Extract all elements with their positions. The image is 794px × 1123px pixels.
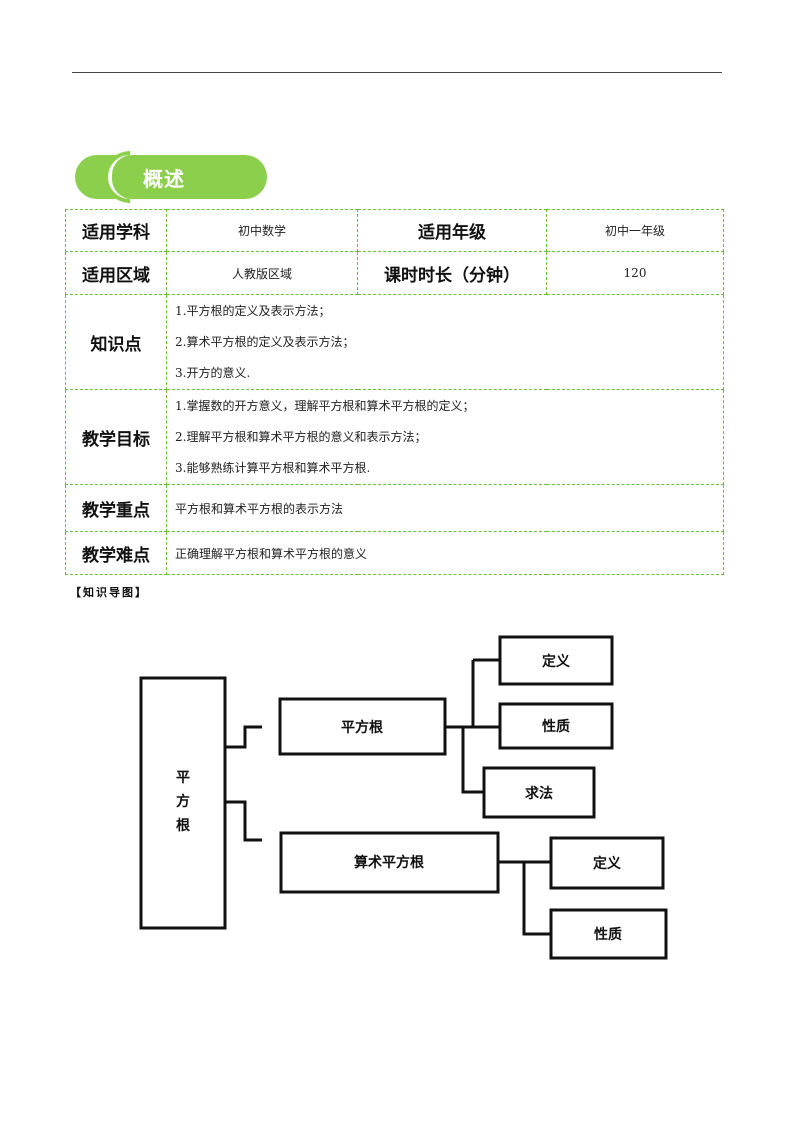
duration-label: 课时时长（分钟） <box>357 251 547 295</box>
difficulty-value: 正确理解平方根和算术平方根的意义 <box>166 531 724 575</box>
list-item: 3.能够熟练计算平方根和算术平方根. <box>175 460 371 475</box>
table-row: 教学目标 1.掌握数的开方意义，理解平方根和算术平方根的定义； 2.理解平方根和… <box>65 389 724 485</box>
list-item: 1.掌握数的开方意义，理解平方根和算术平方根的定义； <box>175 398 475 413</box>
knowledge-map-diagram: 平 方 根 平方根 算术平方根 定义 性质 求法 定义 性质 <box>139 635 668 960</box>
knowledge-label: 知识点 <box>65 294 167 390</box>
knowledge-map-label: 【知识导图】 <box>70 586 148 599</box>
table-row: 教学重点 平方根和算术平方根的表示方法 <box>65 484 724 532</box>
focus-label: 教学重点 <box>65 484 167 532</box>
leaf-label: 性质 <box>594 926 622 943</box>
connector <box>225 800 262 842</box>
leaf-label: 定义 <box>593 855 621 872</box>
difficulty-label: 教学难点 <box>65 531 167 575</box>
leaf-label: 性质 <box>542 718 570 735</box>
subject-label: 适用学科 <box>65 209 167 252</box>
leaf-label: 求法 <box>525 785 553 802</box>
root-label-char: 根 <box>176 817 191 834</box>
connector <box>461 727 484 794</box>
branch2-label: 算术平方根 <box>354 854 425 871</box>
list-item: 2.理解平方根和算术平方根的意义和表示方法； <box>175 429 427 444</box>
section-title: 概述 <box>143 167 185 191</box>
connector <box>225 725 262 749</box>
grade-value: 初中一年级 <box>546 209 724 252</box>
list-item: 3.开方的意义. <box>175 365 251 380</box>
header-rule <box>72 72 722 73</box>
region-label: 适用区域 <box>65 251 167 295</box>
table-row: 知识点 1.平方根的定义及表示方法； 2.算术平方根的定义及表示方法； 3.开方… <box>65 294 724 390</box>
goals-list: 1.掌握数的开方意义，理解平方根和算术平方根的定义； 2.理解平方根和算术平方根… <box>166 389 724 485</box>
subject-value: 初中数学 <box>166 209 358 252</box>
leaf-label: 定义 <box>542 653 570 670</box>
connector <box>522 862 551 936</box>
table-row: 教学难点 正确理解平方根和算术平方根的意义 <box>65 531 724 575</box>
section-pill-cap-inner <box>112 155 132 199</box>
goals-label: 教学目标 <box>65 389 167 485</box>
list-item: 1.平方根的定义及表示方法； <box>175 303 331 318</box>
root-label-char: 方 <box>176 793 190 810</box>
table-row: 适用学科 初中数学 适用年级 初中一年级 <box>65 209 724 252</box>
focus-value: 平方根和算术平方根的表示方法 <box>166 484 724 532</box>
root-label-char: 平 <box>176 770 190 786</box>
overview-table: 适用学科 初中数学 适用年级 初中一年级 适用区域 人教版区域 课时时长（分钟）… <box>65 209 724 575</box>
grade-label: 适用年级 <box>357 209 547 252</box>
region-value: 人教版区域 <box>166 251 358 295</box>
knowledge-list: 1.平方根的定义及表示方法； 2.算术平方根的定义及表示方法； 3.开方的意义. <box>166 294 724 390</box>
list-item: 2.算术平方根的定义及表示方法； <box>175 334 355 349</box>
branch1-label: 平方根 <box>341 719 384 736</box>
duration-value: 120 <box>546 251 724 295</box>
table-row: 适用区域 人教版区域 课时时长（分钟） 120 <box>65 251 724 295</box>
